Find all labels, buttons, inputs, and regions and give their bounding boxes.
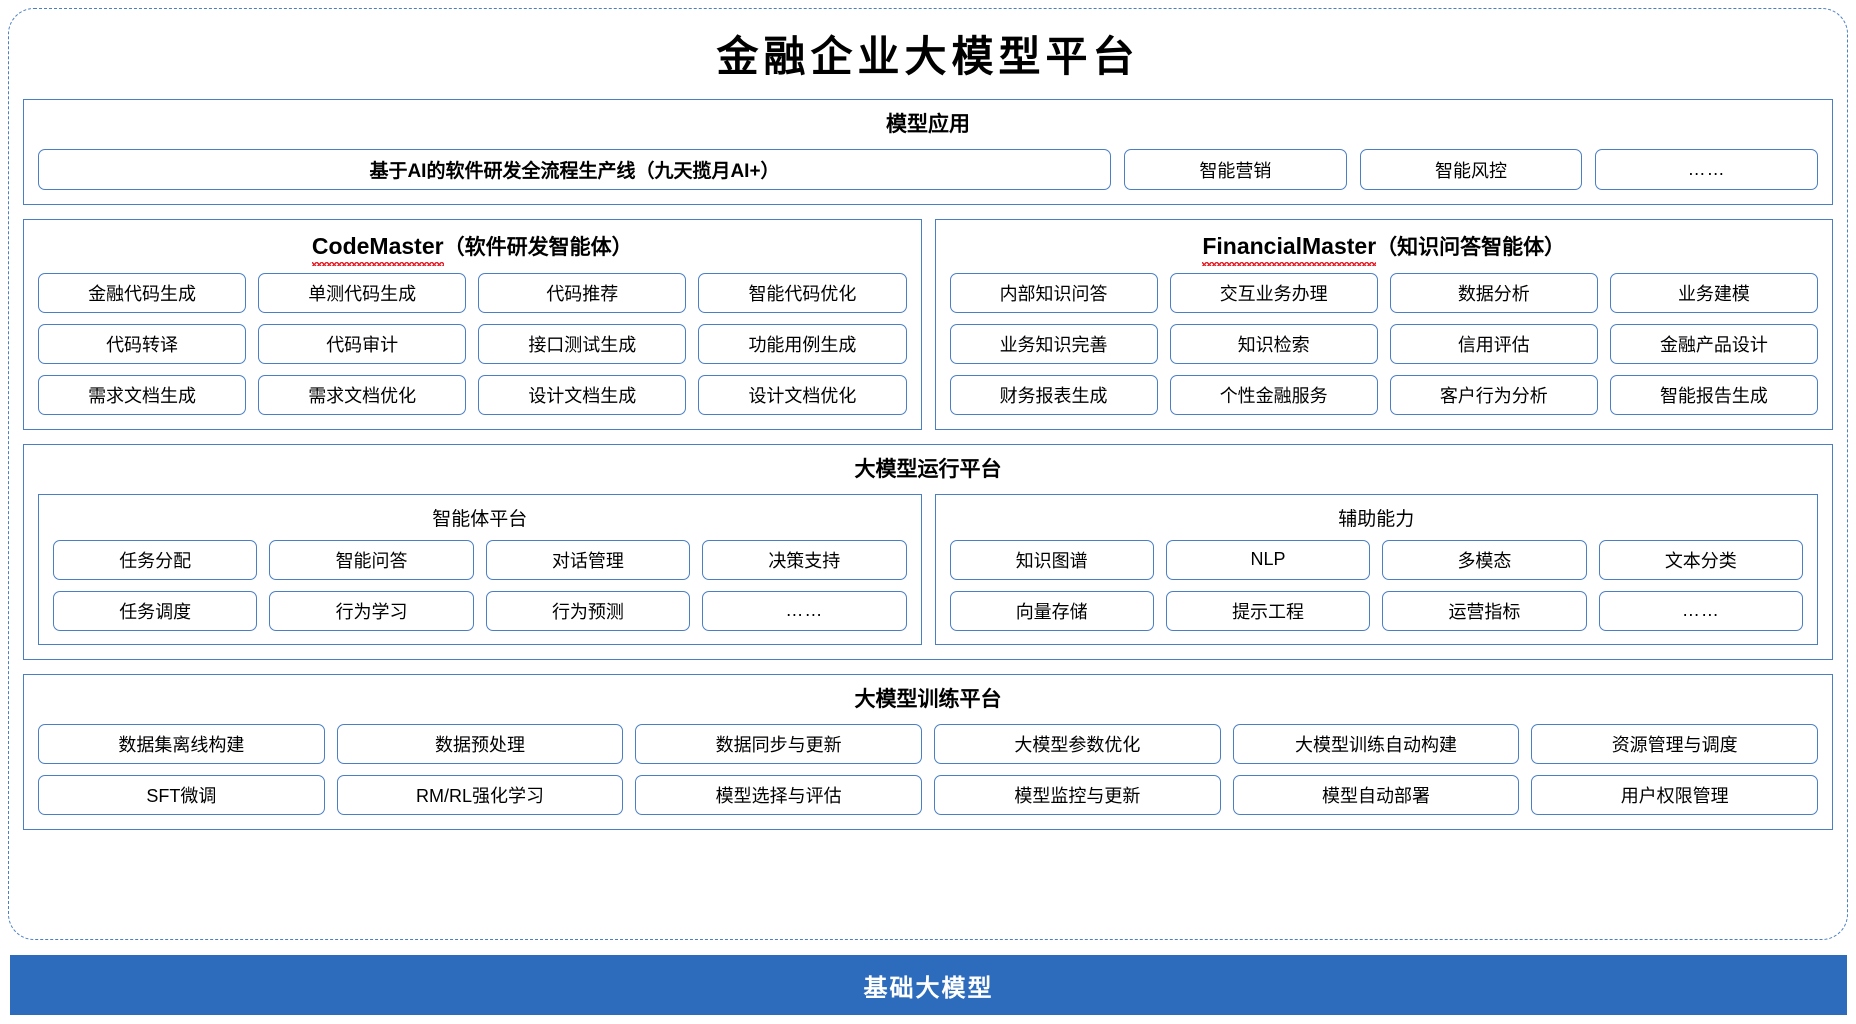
section-title-training-platform: 大模型训练平台 <box>854 687 1002 711</box>
financial-master-name: FinancialMaster <box>1202 233 1377 266</box>
section-title-financial-master: FinancialMaster（知识问答智能体） <box>950 230 1819 272</box>
tp-item-rm-rl[interactable]: RM/RL强化学习 <box>336 775 624 815</box>
tp-item-training-auto-build[interactable]: 大模型训练自动构建 <box>1232 724 1520 764</box>
subsection-agent-platform: 智能体平台 任务分配 智能问答 对话管理 决策支持 任务调度 行为学习 行为预测… <box>38 493 922 645</box>
agent-platform-row-1: 任务分配 智能问答 对话管理 决策支持 <box>53 539 907 580</box>
sc-item-more[interactable]: …… <box>1598 590 1803 631</box>
cm-item-finance-code-gen[interactable]: 金融代码生成 <box>38 272 247 313</box>
cm-item-design-doc-optimize[interactable]: 设计文档优化 <box>698 374 907 415</box>
ap-item-decision-support[interactable]: 决策支持 <box>702 539 907 580</box>
ap-item-dialog-management[interactable]: 对话管理 <box>485 539 691 580</box>
subsection-title-agent-platform: 智能体平台 <box>432 508 528 530</box>
cm-item-code-audit[interactable]: 代码审计 <box>258 323 467 364</box>
section-training-platform: 大模型训练平台 数据集离线构建 数据预处理 数据同步与更新 大模型参数优化 大模… <box>23 673 1833 830</box>
sc-item-nlp[interactable]: NLP <box>1165 539 1371 580</box>
fm-item-personalized-service[interactable]: 个性金融服务 <box>1169 374 1378 415</box>
app-item-ai-pipeline[interactable]: 基于AI的软件研发全流程生产线（九天揽月AI+） <box>38 149 1111 191</box>
runtime-split: 智能体平台 任务分配 智能问答 对话管理 决策支持 任务调度 行为学习 行为预测… <box>38 493 1818 645</box>
section-title-model-application: 模型应用 <box>886 113 970 136</box>
cm-item-smart-code-optimize[interactable]: 智能代码优化 <box>698 272 907 313</box>
ap-item-smart-qa[interactable]: 智能问答 <box>269 539 474 580</box>
training-row-2: SFT微调 RM/RL强化学习 模型选择与评估 模型监控与更新 模型自动部署 用… <box>38 775 1819 815</box>
tp-item-param-optimize[interactable]: 大模型参数优化 <box>934 724 1221 764</box>
code-master-row-1: 金融代码生成 单测代码生成 代码推荐 智能代码优化 <box>38 272 907 313</box>
sc-item-vector-store[interactable]: 向量存储 <box>949 590 1154 631</box>
app-item-smart-marketing[interactable]: 智能营销 <box>1124 149 1347 191</box>
ap-item-more[interactable]: …… <box>702 590 907 631</box>
fm-item-data-analysis[interactable]: 数据分析 <box>1389 272 1598 313</box>
tp-item-model-auto-deploy[interactable]: 模型自动部署 <box>1232 775 1520 815</box>
fm-item-credit-assessment[interactable]: 信用评估 <box>1389 323 1598 364</box>
cm-item-design-doc-gen[interactable]: 设计文档生成 <box>478 374 687 415</box>
financial-master-subtitle: （知识问答智能体） <box>1376 236 1566 260</box>
fm-item-smart-report-gen[interactable]: 智能报告生成 <box>1609 374 1818 415</box>
fm-item-financial-product-design[interactable]: 金融产品设计 <box>1609 323 1818 364</box>
agents-row: CodeMaster（软件研发智能体） 金融代码生成 单测代码生成 代码推荐 智… <box>23 219 1833 430</box>
subsection-support-capability: 辅助能力 知识图谱 NLP 多模态 文本分类 向量存储 提示工程 运营指标 …… <box>934 493 1818 645</box>
section-model-application: 模型应用 基于AI的软件研发全流程生产线（九天揽月AI+） 智能营销 智能风控 … <box>23 99 1833 206</box>
page-title: 金融企业大模型平台 <box>716 35 1140 81</box>
cm-item-api-test-gen[interactable]: 接口测试生成 <box>478 323 687 364</box>
sc-item-prompt-engineering[interactable]: 提示工程 <box>1165 590 1371 631</box>
tp-item-user-permission[interactable]: 用户权限管理 <box>1531 775 1819 815</box>
financial-master-row-1: 内部知识问答 交互业务办理 数据分析 业务建模 <box>949 272 1818 313</box>
fm-item-business-modeling[interactable]: 业务建模 <box>1609 272 1818 313</box>
section-title-runtime-platform: 大模型运行平台 <box>854 457 1002 481</box>
ap-item-behavior-prediction[interactable]: 行为预测 <box>485 590 691 631</box>
fm-item-business-knowledge-improve[interactable]: 业务知识完善 <box>949 323 1158 364</box>
sc-item-operation-metrics[interactable]: 运营指标 <box>1382 590 1587 631</box>
code-master-row-3: 需求文档生成 需求文档优化 设计文档生成 设计文档优化 <box>38 374 907 415</box>
section-runtime-platform: 大模型运行平台 智能体平台 任务分配 智能问答 对话管理 决策支持 任务调度 行… <box>23 443 1833 660</box>
app-item-more[interactable]: …… <box>1595 149 1819 191</box>
fm-item-knowledge-retrieval[interactable]: 知识检索 <box>1169 323 1378 364</box>
financial-master-row-3: 财务报表生成 个性金融服务 客户行为分析 智能报告生成 <box>949 374 1818 415</box>
platform-outer-frame: 金融企业大模型平台 模型应用 基于AI的软件研发全流程生产线（九天揽月AI+） … <box>8 8 1848 940</box>
app-item-smart-risk-control[interactable]: 智能风控 <box>1359 149 1583 191</box>
application-items-row: 基于AI的软件研发全流程生产线（九天揽月AI+） 智能营销 智能风控 …… <box>38 149 1819 191</box>
tp-item-model-selection-eval[interactable]: 模型选择与评估 <box>635 775 923 815</box>
fm-item-customer-behavior-analysis[interactable]: 客户行为分析 <box>1389 374 1598 415</box>
code-master-row-2: 代码转译 代码审计 接口测试生成 功能用例生成 <box>38 323 907 364</box>
sc-item-text-classification[interactable]: 文本分类 <box>1598 539 1803 580</box>
section-title-code-master: CodeMaster（软件研发智能体） <box>38 230 907 272</box>
base-model-bar: 基础大模型 <box>10 955 1847 1015</box>
sc-item-multimodal[interactable]: 多模态 <box>1382 539 1587 580</box>
ap-item-task-allocation[interactable]: 任务分配 <box>53 539 258 580</box>
section-financial-master: FinancialMaster（知识问答智能体） 内部知识问答 交互业务办理 数… <box>934 219 1833 430</box>
cm-item-feature-case-gen[interactable]: 功能用例生成 <box>698 323 907 364</box>
sc-item-knowledge-graph[interactable]: 知识图谱 <box>949 539 1154 580</box>
subsection-title-support-capability: 辅助能力 <box>1338 508 1415 530</box>
cm-item-unittest-code-gen[interactable]: 单测代码生成 <box>258 272 467 313</box>
fm-item-interactive-business[interactable]: 交互业务办理 <box>1169 272 1378 313</box>
cm-item-req-doc-optimize[interactable]: 需求文档优化 <box>258 374 467 415</box>
tp-item-dataset-offline-build[interactable]: 数据集离线构建 <box>38 724 325 764</box>
ap-item-behavior-learning[interactable]: 行为学习 <box>269 590 474 631</box>
support-capability-row-2: 向量存储 提示工程 运营指标 …… <box>949 590 1803 631</box>
ap-item-task-scheduling[interactable]: 任务调度 <box>53 590 258 631</box>
code-master-subtitle: （软件研发智能体） <box>443 236 633 260</box>
agent-platform-row-2: 任务调度 行为学习 行为预测 …… <box>53 590 907 631</box>
tp-item-resource-management[interactable]: 资源管理与调度 <box>1531 724 1819 764</box>
tp-item-model-monitor-update[interactable]: 模型监控与更新 <box>934 775 1221 815</box>
support-capability-row-1: 知识图谱 NLP 多模态 文本分类 <box>949 539 1803 580</box>
tp-item-data-preprocess[interactable]: 数据预处理 <box>336 724 624 764</box>
tp-item-sft-finetune[interactable]: SFT微调 <box>38 775 325 815</box>
code-master-name: CodeMaster <box>311 233 444 266</box>
fm-item-financial-report-gen[interactable]: 财务报表生成 <box>949 374 1158 415</box>
cm-item-req-doc-gen[interactable]: 需求文档生成 <box>38 374 247 415</box>
fm-item-internal-knowledge-qa[interactable]: 内部知识问答 <box>949 272 1158 313</box>
cm-item-code-transpile[interactable]: 代码转译 <box>38 323 247 364</box>
cm-item-code-recommend[interactable]: 代码推荐 <box>478 272 687 313</box>
tp-item-data-sync-update[interactable]: 数据同步与更新 <box>635 724 923 764</box>
section-code-master: CodeMaster（软件研发智能体） 金融代码生成 单测代码生成 代码推荐 智… <box>23 219 922 430</box>
training-row-1: 数据集离线构建 数据预处理 数据同步与更新 大模型参数优化 大模型训练自动构建 … <box>38 724 1819 764</box>
financial-master-row-2: 业务知识完善 知识检索 信用评估 金融产品设计 <box>949 323 1818 364</box>
